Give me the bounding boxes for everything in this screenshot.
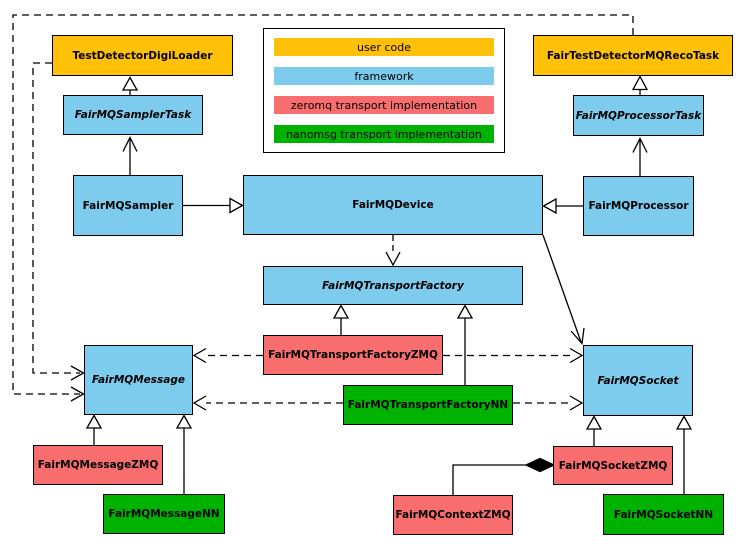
edge-contextzmq-socketzmq [452,464,526,495]
arrow-hollow-device-left [229,197,244,214]
legend-item-zeromq: zeromq transport implementation [274,96,494,114]
node-fairmq-socket-nn: FairMQSocketNN [603,494,724,535]
arrow-hollow-recotask [631,75,649,91]
arrow-open-samplertask [122,136,138,152]
node-fairmq-message: FairMQMessage [84,345,193,415]
node-fairmq-message-zmq: FairMQMessageZMQ [33,445,163,485]
edge-device-socket [542,234,582,343]
arrow-hollow-factory-zmq [332,304,350,319]
node-fairmq-processor: FairMQProcessor [583,176,694,236]
node-fairmq-transport-factory: FairMQTransportFactory [263,266,523,305]
legend: user code framework zeromq transport imp… [263,28,505,153]
arrow-hollow-message-zmq [85,414,103,429]
node-fairmq-sampler-task: FairMQSamplerTask [63,95,203,135]
arrow-open-socket-left-lower [569,395,584,411]
node-fair-test-detector-mq-reco-task: FairTestDetectorMQRecoTask [533,35,733,76]
arrow-open-socket-top [570,327,585,346]
arrow-open-factory [385,251,401,267]
node-fairmq-transport-factory-zmq: FairMQTransportFactoryZMQ [263,335,443,375]
node-fairmq-device: FairMQDevice [243,175,543,235]
diamond-composition-socketzmq [524,457,556,473]
arrow-open-message-right-upper [192,347,207,364]
node-fairmq-message-nn: FairMQMessageNN [103,494,225,534]
node-fairmq-context-zmq: FairMQContextZMQ [393,495,513,535]
node-fairmq-socket-zmq: FairMQSocketZMQ [553,446,673,485]
legend-item-framework: framework [274,67,494,85]
legend-item-nanomsg: nanomsg transport implementation [274,125,494,143]
arrow-open-recotask-message [70,386,85,402]
node-fairmq-transport-factory-nn: FairMQTransportFactoryNN [343,385,513,425]
node-test-detector-digi-loader: TestDetectorDigiLoader [52,35,233,76]
arrow-open-processortask [632,137,648,153]
node-fairmq-sampler: FairMQSampler [73,175,183,236]
arrow-hollow-socket-zmq [585,415,603,430]
arrow-open-message-right-lower [192,395,207,411]
arrow-open-socket-left-upper [569,347,584,364]
arrow-hollow-device-right [542,197,557,215]
arrow-hollow-digiloader [121,76,139,91]
node-fairmq-processor-task: FairMQProcessorTask [573,95,704,136]
arrow-hollow-factory-nn [456,304,474,319]
arrow-open-digiloader-message [70,365,85,381]
edge-digiloader-message [32,62,80,374]
arrow-hollow-socket-nn [675,415,693,430]
legend-item-user-code: user code [274,38,494,56]
edge-recotask-message [12,14,634,395]
arrow-hollow-message-nn [175,414,193,429]
node-fairmq-socket: FairMQSocket [583,345,693,416]
